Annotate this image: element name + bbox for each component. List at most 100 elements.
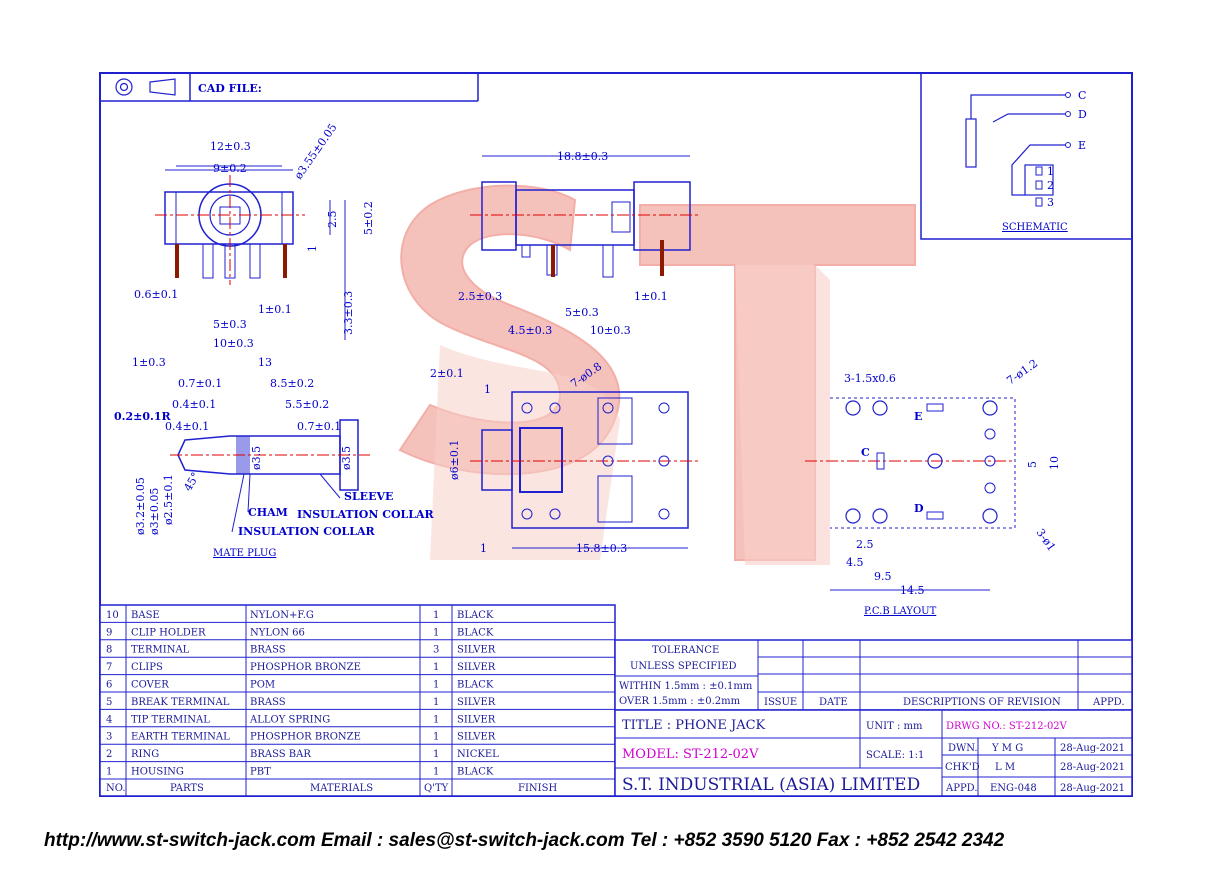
col-header-qty: Q'TY [424, 783, 449, 794]
tolerance-over: OVER 1.5mm : ±0.2mm [619, 696, 741, 707]
plug-dim-0.7a: 0.7±0.1 [178, 377, 222, 390]
callout-insulation-collar-1: INSULATION COLLAR [297, 508, 435, 521]
mate-plug-view: 1±0.3 13 0.7±0.1 8.5±0.2 0.4±0.1 5.5±0.2… [114, 356, 435, 559]
part-name-cell: BREAK TERMINAL [131, 697, 230, 708]
col-header-no: NO. [106, 783, 126, 794]
drawing-unit: UNIT : mm [866, 721, 923, 732]
part-finish-cell: BLACK [457, 767, 494, 778]
part-no-cell: 7 [106, 662, 112, 673]
bottom-dim-1-bottom: 1 [480, 542, 487, 555]
plug-dim-0.7b: 0.7±0.1 [297, 420, 341, 433]
part-name-cell: RING [131, 749, 159, 760]
part-qty-cell: 1 [433, 662, 439, 673]
appd-label: APPD. [945, 783, 978, 794]
cad-file-label: CAD FILE: [198, 82, 262, 95]
side-dim-18.8: 18.8±0.3 [557, 150, 608, 163]
tolerance-subtitle: UNLESS SPECIFIED [630, 661, 737, 672]
schematic-pin-2: 2 [1047, 179, 1054, 192]
dim-0.6: 0.6±0.1 [134, 288, 178, 301]
part-finish-cell: NICKEL [457, 749, 499, 760]
part-qty-cell: 1 [433, 714, 439, 725]
part-finish-cell: BLACK [457, 627, 494, 638]
side-dim-2.5: 2.5±0.3 [458, 290, 502, 303]
dwn-name: Y M G [991, 743, 1023, 754]
part-name-cell: TERMINAL [131, 645, 190, 656]
part-finish-cell: SILVER [457, 714, 496, 725]
projection-circle-icon [115, 78, 133, 96]
pcb-dim-3-holes: 3-ø1 [1034, 526, 1059, 553]
side-dim-1: 1±0.1 [634, 290, 668, 303]
pcb-dim-slots: 3-1.5x0.6 [844, 372, 896, 385]
part-qty-cell: 1 [433, 610, 439, 621]
side-dim-10: 10±0.3 [590, 324, 631, 337]
schematic-title: SCHEMATIC [1002, 222, 1068, 233]
part-qty-cell: 3 [433, 645, 439, 656]
model-number: MODEL: ST-212-02V [622, 747, 759, 762]
cad-file-box: CAD FILE: [100, 73, 479, 102]
revision-appd-header: APPD. [1092, 697, 1125, 708]
part-no-cell: 3 [106, 732, 112, 743]
plug-dim-0.4b: 0.4±0.1 [165, 420, 209, 433]
plug-dim-dia3.2: ø3.2±0.05 [134, 477, 147, 535]
plug-dim-1: 1±0.3 [132, 356, 166, 369]
tolerance-revision-block: TOLERANCE UNLESS SPECIFIED WITHIN 1.5mm … [614, 639, 1133, 711]
schematic-pin-3: 3 [1047, 196, 1054, 209]
plug-dim-8.5: 8.5±0.2 [270, 377, 314, 390]
part-material-cell: BRASS [250, 645, 286, 656]
schematic-pin-c: C [1078, 89, 1086, 102]
pcb-dim-10: 10 [1048, 456, 1061, 470]
mate-plug-title: MATE PLUG [213, 548, 276, 559]
part-no-cell: 2 [106, 749, 112, 760]
pcb-dim-7-holes: 7-ø1.2 [1004, 357, 1040, 388]
part-material-cell: NYLON+F.G [250, 610, 314, 621]
company-name: S.T. INDUSTRIAL (ASIA) LIMITED [622, 775, 920, 795]
dim-1-pin: 1±0.1 [258, 303, 292, 316]
part-qty-cell: 1 [433, 697, 439, 708]
schematic-box: C D E 1 2 3 SCHEMATIC [920, 72, 1133, 240]
plug-dim-45deg: 45° [181, 470, 202, 493]
dwn-date: 28-Aug-2021 [1060, 743, 1125, 754]
chkd-label: CHK'D [945, 762, 980, 773]
side-dim-4.5: 4.5±0.3 [508, 324, 552, 337]
pcb-pin-c: C [861, 446, 870, 459]
col-header-finish: FINISH [518, 783, 557, 794]
chkd-date: 28-Aug-2021 [1060, 762, 1125, 773]
part-material-cell: PBT [250, 767, 271, 778]
part-no-cell: 5 [106, 697, 112, 708]
dim-5-pitch: 5±0.3 [213, 318, 247, 331]
drawing-number: DRWG NO.: ST-212-02V [946, 721, 1068, 732]
contact-footer: http://www.st-switch-jack.com Email : sa… [44, 830, 1005, 851]
plug-dim-5.5: 5.5±0.2 [285, 398, 329, 411]
dim-1-side: 1 [306, 245, 319, 252]
plug-dim-0.4a: 0.4±0.1 [172, 398, 216, 411]
side-dim-5: 5±0.3 [565, 306, 599, 319]
part-qty-cell: 1 [433, 749, 439, 760]
callout-insulation-collar-2: INSULATION COLLAR [238, 525, 376, 538]
plug-dim-dia3: ø3±0.05 [148, 488, 161, 535]
plug-dim-dia3.5b: ø3.5 [340, 446, 353, 470]
dwn-label: DWN. [948, 743, 978, 754]
bottom-dim-1-top: 1 [484, 383, 491, 396]
st-watermark [398, 184, 916, 565]
part-no-cell: 9 [106, 627, 112, 638]
pcb-dim-2.5: 2.5 [856, 538, 874, 551]
chkd-name: L M [995, 762, 1015, 773]
part-name-cell: CLIPS [131, 662, 163, 673]
part-material-cell: BRASS [250, 697, 286, 708]
dim-5: 5±0.2 [362, 201, 375, 235]
part-finish-cell: SILVER [457, 662, 496, 673]
part-qty-cell: 1 [433, 627, 439, 638]
revision-date-header: DATE [819, 697, 848, 708]
part-finish-cell: SILVER [457, 697, 496, 708]
schematic-pin-d: D [1078, 108, 1087, 121]
dim-2.5: 2.5 [326, 211, 339, 229]
part-material-cell: NYLON 66 [250, 627, 305, 638]
part-finish-cell: SILVER [457, 645, 496, 656]
pcb-dim-4.5: 4.5 [846, 556, 864, 569]
part-name-cell: COVER [131, 680, 169, 691]
pcb-dim-9.5: 9.5 [874, 570, 892, 583]
part-qty-cell: 1 [433, 732, 439, 743]
col-header-materials: MATERIALS [310, 783, 373, 794]
